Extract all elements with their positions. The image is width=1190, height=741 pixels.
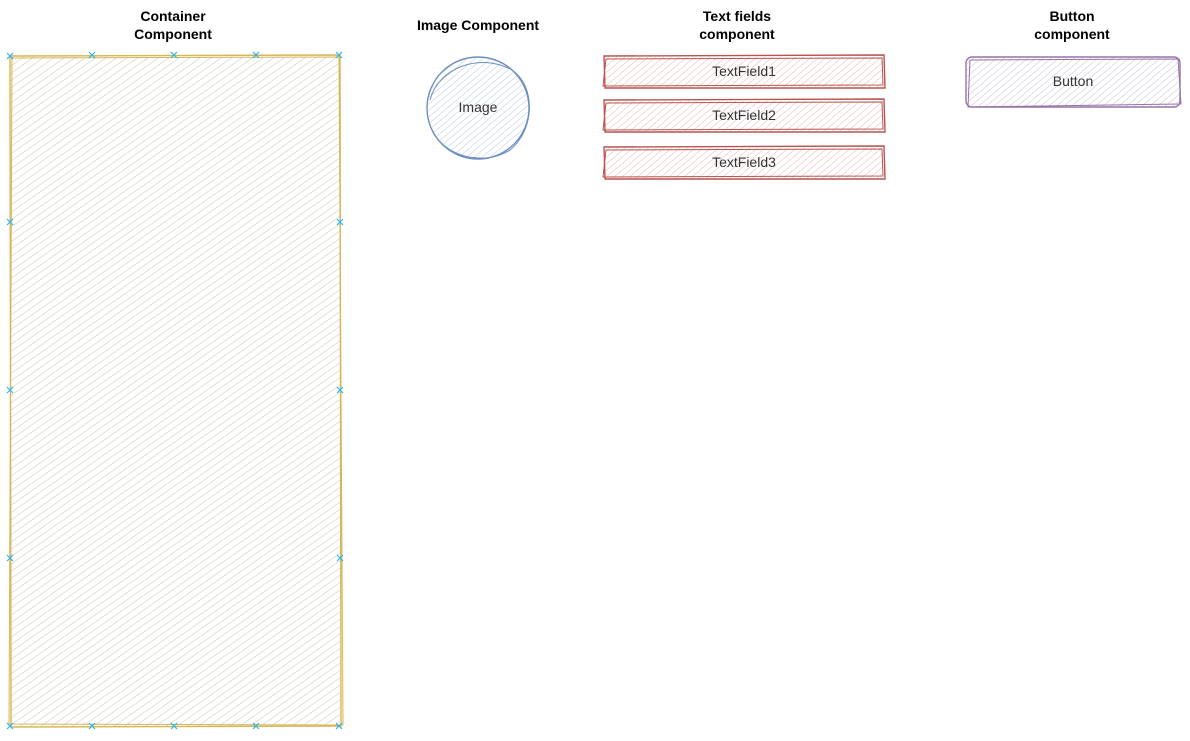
text-field-label-2: TextField2: [712, 107, 776, 123]
handle-icon: [336, 218, 344, 226]
button-heading: Button component: [1002, 7, 1142, 43]
handle-icon: [6, 52, 14, 60]
image-heading: Image Component: [398, 16, 558, 34]
container-shape[interactable]: [8, 54, 344, 728]
text-field-shape-1[interactable]: [602, 54, 886, 89]
button-heading-line-1: Button: [1049, 8, 1095, 24]
selection-handles[interactable]: [6, 51, 344, 730]
container-heading-line-1: Container: [140, 8, 206, 24]
handle-icon: [6, 722, 14, 730]
handle-icon: [335, 722, 343, 730]
container-heading-line-2: Component: [134, 26, 212, 42]
handle-icon: [336, 386, 344, 394]
button-shape[interactable]: [965, 56, 1182, 108]
text-fields-heading: Text fields component: [667, 7, 807, 43]
handle-icon: [6, 554, 14, 562]
text-field-label-3: TextField3: [712, 154, 776, 170]
handle-icon: [170, 51, 178, 59]
handle-icon: [170, 722, 178, 730]
handle-icon: [335, 51, 343, 59]
text-fields-heading-line-1: Text fields: [702, 8, 772, 24]
text-field-shape-3[interactable]: [602, 145, 886, 180]
text-field-shape-2[interactable]: [602, 98, 886, 133]
text-fields-heading-line-2: component: [699, 26, 775, 42]
handle-icon: [6, 386, 14, 394]
image-circle-shape[interactable]: [426, 56, 530, 160]
image-heading-label: Image Component: [416, 17, 540, 33]
image-label: Image: [458, 99, 498, 115]
handle-icon: [252, 722, 260, 730]
handle-icon: [88, 51, 96, 59]
handle-icon: [6, 218, 14, 226]
button-heading-line-2: component: [1034, 26, 1110, 42]
button-label: Button: [1052, 73, 1094, 89]
handle-icon: [88, 722, 96, 730]
handle-icon: [336, 554, 344, 562]
handle-icon: [252, 51, 260, 59]
container-heading: Container Component: [103, 7, 243, 43]
text-field-label-1: TextField1: [712, 63, 776, 79]
